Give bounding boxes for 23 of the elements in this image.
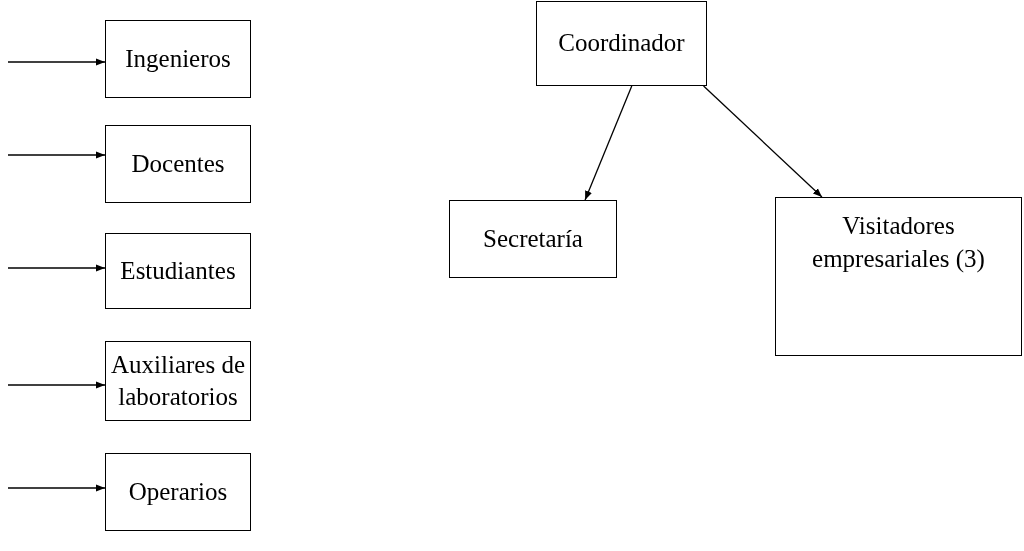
arrow [7,58,106,66]
arrow [7,264,106,272]
arrow [7,484,106,492]
box-label: Docentes [131,148,225,179]
box [105,125,251,203]
box-label: Auxiliares de laboratorios [110,349,246,412]
box-label: Coordinador [558,28,685,59]
arrow [702,85,823,198]
arrow [584,85,633,201]
box [105,20,251,98]
box [536,1,707,86]
box-label: Estudiantes [120,255,236,286]
box-label: Ingenieros [125,43,231,74]
box [449,200,617,278]
box-label: Visitadores empresariales (3) [811,211,986,275]
box [105,453,251,531]
box-label: Secretaría [483,223,583,254]
arrow [7,381,106,389]
arrow [7,151,106,159]
box [105,341,251,421]
box [105,233,251,309]
box [775,197,1022,356]
box-label: Operarios [128,476,228,507]
